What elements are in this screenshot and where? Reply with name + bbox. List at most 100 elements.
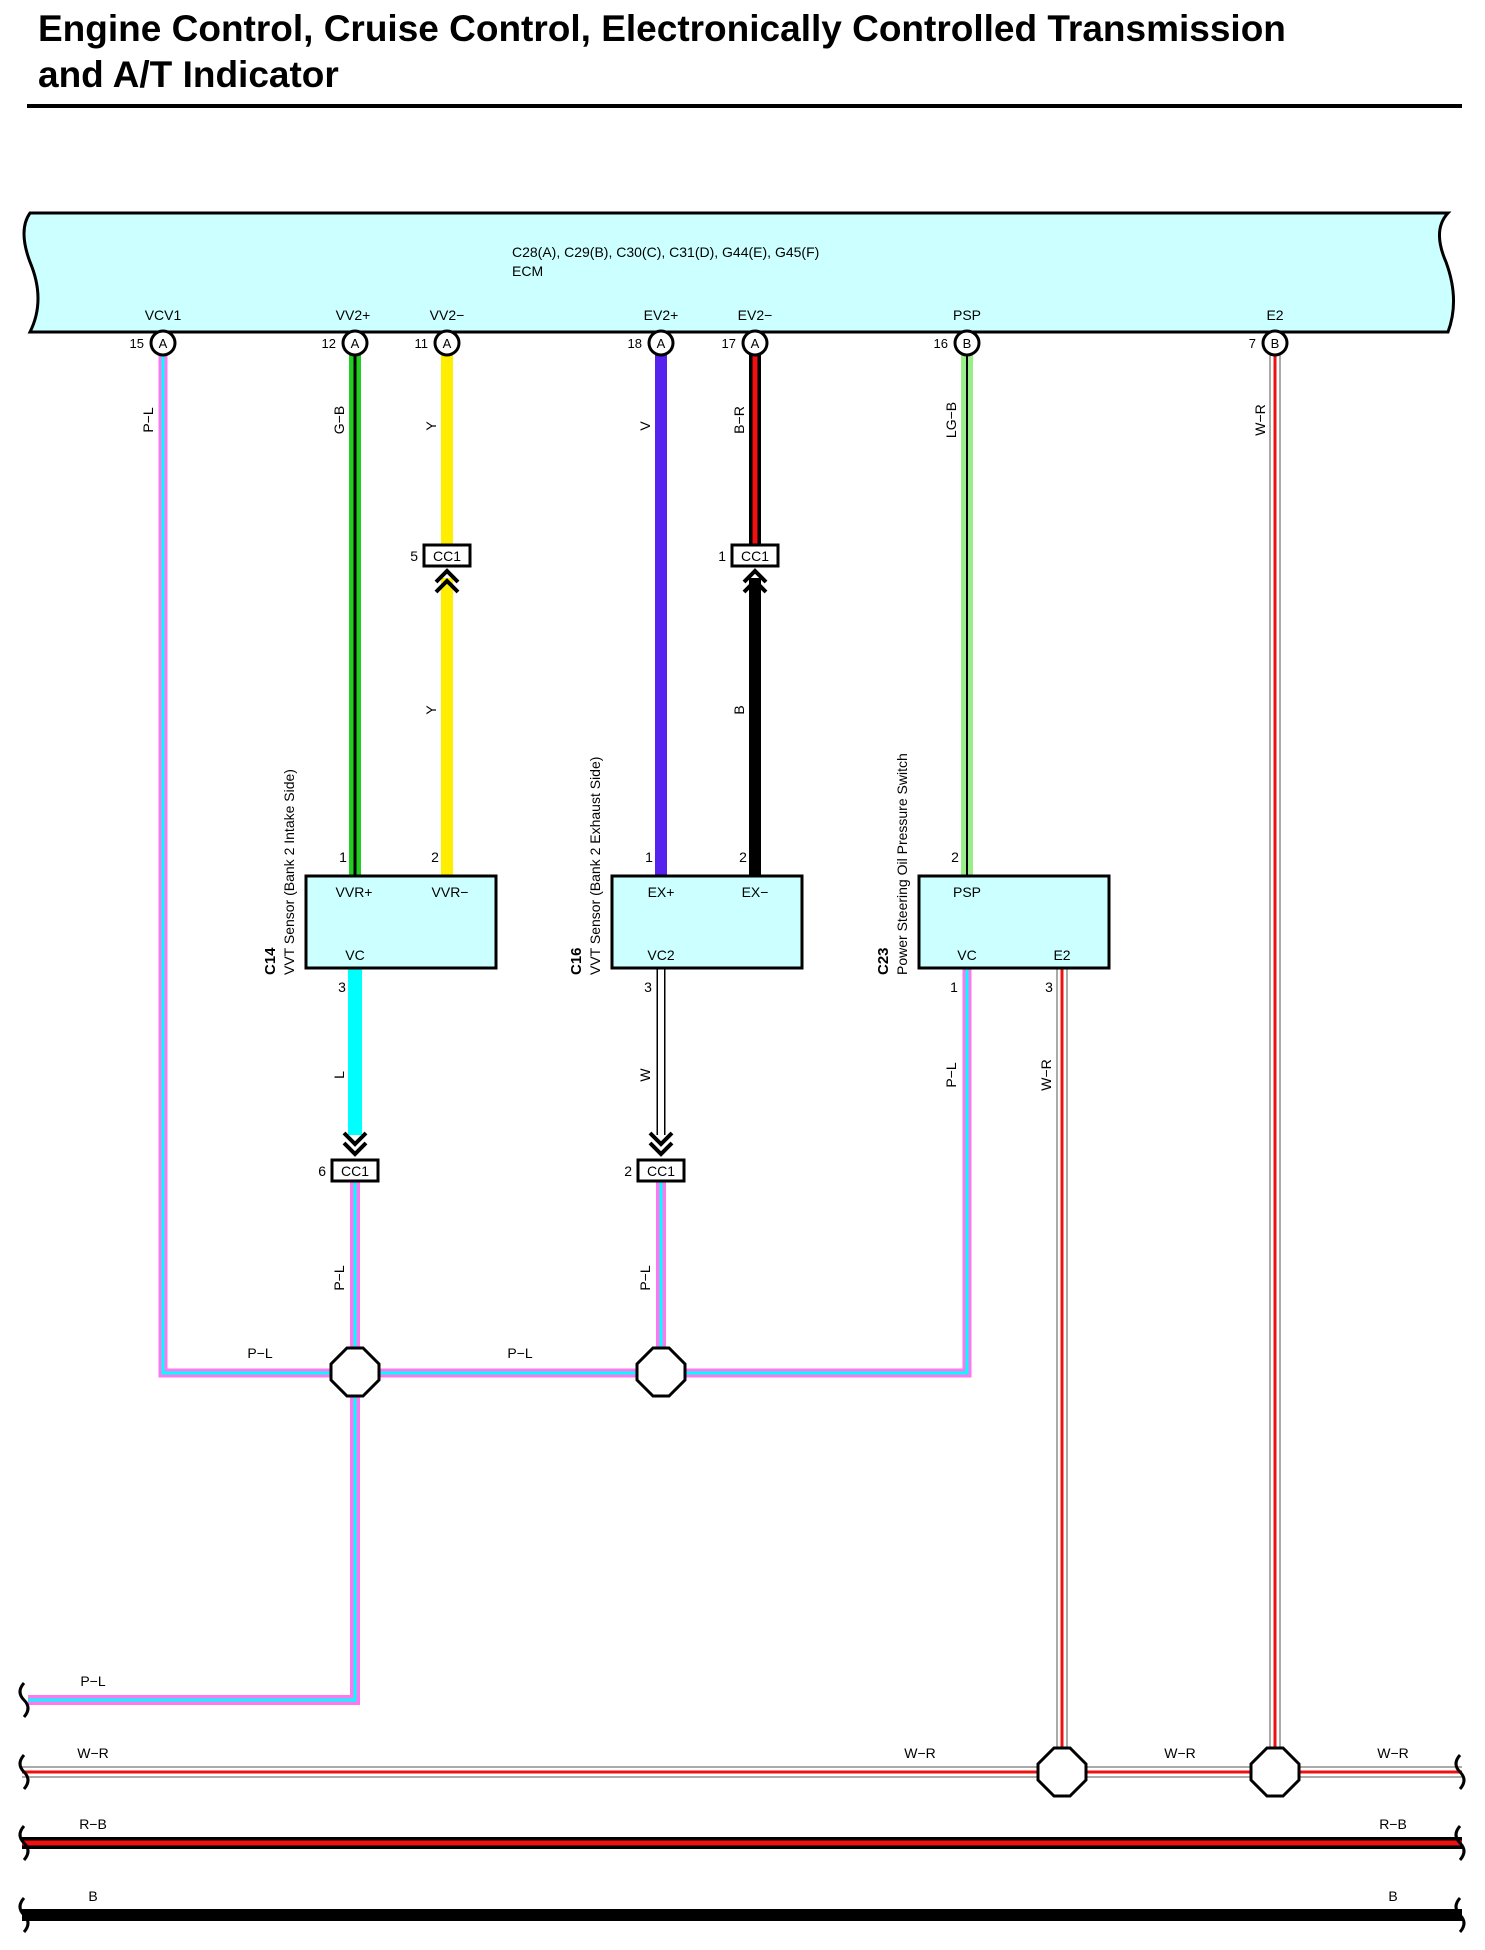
c14-description: VVT Sensor (Bank 2 Intake Side) — [281, 769, 297, 975]
c16-pin-1: 1 — [645, 849, 653, 865]
ecm-block: C28(A), C29(B), C30(C), C31(D), G44(E), … — [22, 211, 1456, 334]
wire-vcv1 — [158, 350, 349, 1378]
c23-pin-1: 1 — [950, 979, 958, 995]
wire-label-vv2-plus: G−B — [331, 406, 347, 434]
inline-connector-cc1-2: CC1 2 — [624, 1131, 686, 1183]
ecm-connector-list: C28(A), C29(B), C30(C), C31(D), G44(E), … — [512, 244, 819, 260]
pin-conn-letter: A — [351, 336, 360, 351]
wire-label-horiz-mid: P−L — [507, 1345, 533, 1361]
title-line-2: and A/T Indicator — [38, 54, 339, 95]
c14-terminal-1: VVR+ — [336, 884, 373, 900]
c16-pin-2: 2 — [739, 849, 747, 865]
pin-number: 16 — [934, 336, 948, 351]
wire-label-psp: LG−B — [943, 402, 959, 438]
c23-description: Power Steering Oil Pressure Switch — [894, 753, 910, 975]
bus-labels: P−L W−R W−R W−R W−R R−B R−B B B — [77, 1673, 1409, 1904]
c23-pin-2: 2 — [951, 849, 959, 865]
junctions — [329, 1346, 1301, 1798]
bus-label-b-left: B — [88, 1888, 97, 1904]
pin-number: 18 — [628, 336, 642, 351]
pin-label: VV2+ — [336, 307, 371, 323]
pin-number: 15 — [130, 336, 144, 351]
pin-label: EV2+ — [644, 307, 679, 323]
title-line-1: Engine Control, Cruise Control, Electron… — [38, 8, 1286, 49]
junction-node — [1036, 1746, 1088, 1798]
bus-label-b-right: B — [1388, 1888, 1397, 1904]
wire-label-e2: W−R — [1252, 404, 1268, 436]
c16-description: VVT Sensor (Bank 2 Exhaust Side) — [587, 757, 603, 975]
wire-label-c23-e2: W−R — [1038, 1059, 1054, 1091]
wire-label-vv2-minus-top: Y — [423, 421, 439, 431]
pin-conn-letter: A — [657, 336, 666, 351]
inline-connector-pin: 2 — [624, 1163, 632, 1179]
junction-node — [635, 1346, 687, 1398]
ecm-pin-ev2-plus: A 18 EV2+ — [628, 307, 679, 357]
pin-label: PSP — [953, 307, 981, 323]
pin-conn-letter: A — [751, 336, 760, 351]
c23-terminal-e2: E2 — [1053, 947, 1070, 963]
bus-label-wr-mid2: W−R — [1164, 1745, 1196, 1761]
wire-label-horiz-left: P−L — [247, 1345, 273, 1361]
inline-connector-pin: 6 — [318, 1163, 326, 1179]
component-c23: 2 1 3 PSP VC E2 C23 Power Steering Oil P… — [875, 753, 1111, 995]
bus-label-wr-mid: W−R — [904, 1745, 936, 1761]
wire-label-cc1-2-down: P−L — [637, 1265, 653, 1291]
bus-label-rb-right: R−B — [1379, 1816, 1407, 1832]
pin-number: 12 — [322, 336, 336, 351]
wire-label-vv2-minus-bottom: Y — [423, 705, 439, 715]
wire-label-ev2-plus: V — [637, 421, 653, 431]
junction-node — [1249, 1746, 1301, 1798]
pin-label: VV2− — [430, 307, 465, 323]
wire-label-c23-vc: P−L — [943, 1062, 959, 1088]
bus-label-rb-left: R−B — [79, 1816, 107, 1832]
wire-c23-vc — [349, 968, 972, 1378]
c23-code: C23 — [875, 947, 892, 975]
c14-code: C14 — [262, 947, 279, 975]
inline-connector-name: CC1 — [741, 548, 769, 564]
wire-label-ev2-minus-top: B−R — [731, 406, 747, 434]
ecm-pin-ev2-minus: A 17 EV2− — [722, 307, 772, 357]
pin-number: 17 — [722, 336, 736, 351]
pin-number: 7 — [1249, 336, 1256, 351]
inline-connector-cc1-6: CC1 6 — [318, 1131, 380, 1183]
pin-conn-letter: B — [1271, 336, 1280, 351]
bus-label-wr-right: W−R — [1377, 1745, 1409, 1761]
pin-label: VCV1 — [145, 307, 182, 323]
c16-pin-3: 3 — [644, 979, 652, 995]
component-c14: 1 2 3 VVR+ VVR− VC C14 VVT Sensor (Bank … — [262, 769, 498, 995]
pin-number: 11 — [415, 336, 429, 351]
inline-connector-name: CC1 — [647, 1163, 675, 1179]
wire-color-labels: P−L G−B Y Y V B−R B LG−B W−R L W P−L W−R… — [140, 402, 1268, 1361]
ecm-body — [22, 211, 1456, 334]
page-title: Engine Control, Cruise Control, Electron… — [38, 6, 1458, 98]
bus-label-wr-left: W−R — [77, 1745, 109, 1761]
c14-terminal-2: VVR− — [432, 884, 469, 900]
pin-label: E2 — [1266, 307, 1283, 323]
c16-terminal-2: EX− — [742, 884, 769, 900]
wire-label-vcv1: P−L — [140, 407, 156, 433]
c23-terminal-vc: VC — [957, 947, 976, 963]
inline-connector-name: CC1 — [341, 1163, 369, 1179]
c14-pin-3: 3 — [338, 979, 346, 995]
c23-pin-3: 3 — [1045, 979, 1053, 995]
wire-label-c16-vc2: W — [637, 1068, 653, 1082]
inline-connector-pin: 5 — [410, 548, 418, 564]
wire-label-ev2-minus-bottom: B — [731, 705, 747, 714]
c14-pin-2: 2 — [431, 849, 439, 865]
junction-node — [329, 1346, 381, 1398]
bus-label-pl: P−L — [80, 1673, 106, 1689]
ecm-pin-vcv1: A 15 VCV1 — [130, 307, 182, 357]
pin-conn-letter: A — [443, 336, 452, 351]
c16-code: C16 — [568, 947, 585, 975]
ecm-name: ECM — [512, 263, 543, 279]
c14-terminal-3: VC — [345, 947, 364, 963]
wire-cc1-6-down — [28, 1180, 360, 1705]
c16-terminal-3: VC2 — [647, 947, 674, 963]
c14-pin-1: 1 — [339, 849, 347, 865]
c16-terminal-1: EX+ — [648, 884, 675, 900]
ecm-pin-e2: B 7 E2 — [1249, 307, 1289, 357]
ecm-pin-psp: B 16 PSP — [934, 307, 981, 357]
bus-break-marks — [18, 1682, 1466, 1933]
ecm-pin-vv2-plus: A 12 VV2+ — [322, 307, 371, 357]
component-c16: 1 2 3 EX+ EX− VC2 C16 VVT Sensor (Bank 2… — [568, 757, 804, 995]
